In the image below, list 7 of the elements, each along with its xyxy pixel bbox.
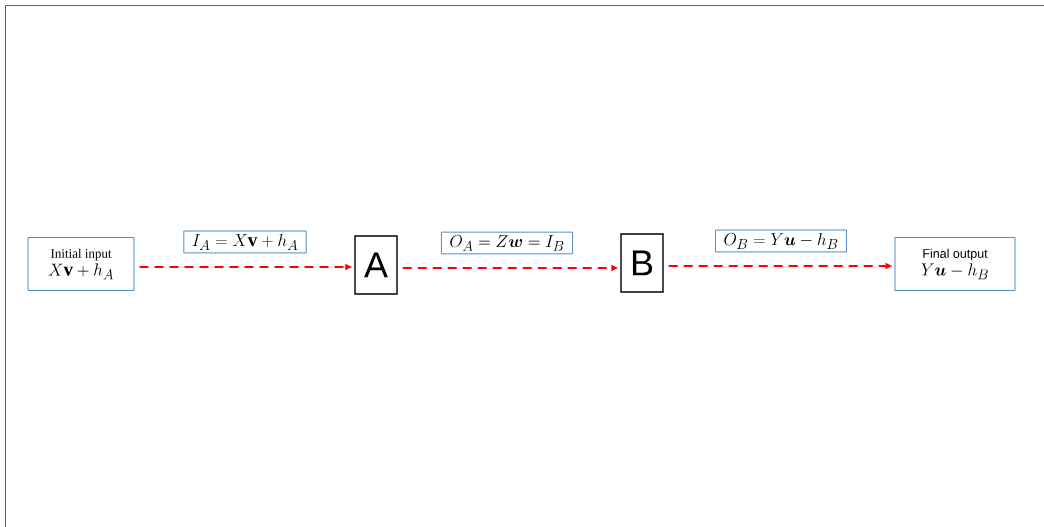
io-box: Initial input $X\mathbf{v} + h_A$ — [27, 237, 135, 291]
edge-label: $O_B = Y\boldsymbol{u} - h_B$ — [715, 229, 848, 253]
block-box: B — [620, 233, 664, 293]
block-box: A — [354, 235, 398, 295]
edge-label: $I_A = X\mathbf{v} + h_A$ — [183, 230, 307, 254]
io-box: Final output $Y\boldsymbol{u} - h_B$ — [894, 237, 1016, 291]
edge-label: $O_A = Z\boldsymbol{w} = I_B$ — [440, 231, 574, 255]
